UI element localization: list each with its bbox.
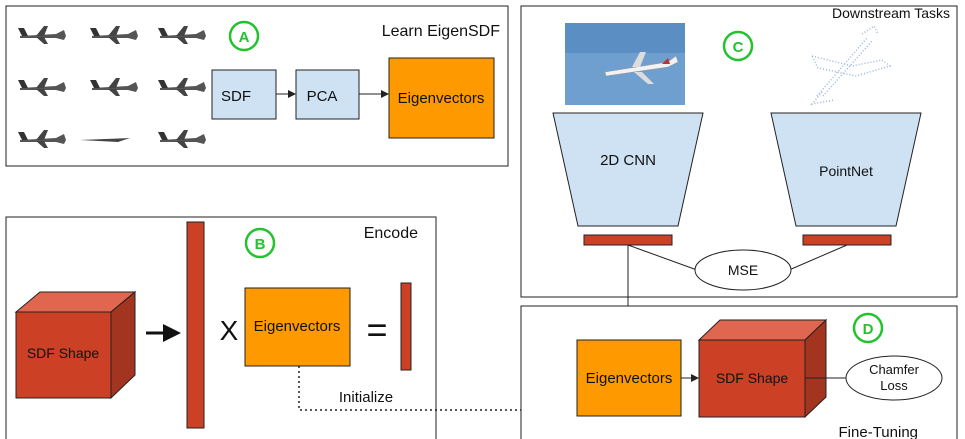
eigenvectors-box-b xyxy=(244,287,351,367)
pointnet-encoder xyxy=(770,112,922,227)
sdf-shape-cube-b xyxy=(14,290,137,400)
panel-c: Downstream Tasks C 2D CNN PointNet xyxy=(520,5,958,298)
airplane-pointcloud-icon xyxy=(810,24,892,106)
pca-box-label: PCA xyxy=(307,88,338,105)
airplane-thumbnails xyxy=(18,26,206,148)
panel-c-title: Downstream Tasks xyxy=(832,5,950,21)
equals-symbol: = xyxy=(366,309,387,350)
pointnet-latent-bar xyxy=(802,234,892,246)
coefficient-bar xyxy=(400,282,412,371)
eigenvectors-box-d-label: Eigenvectors xyxy=(586,370,673,387)
cnn-encoder xyxy=(552,112,704,227)
panel-a-title: Learn EigenSDF xyxy=(382,23,501,40)
eigenvectors-box-d xyxy=(576,339,682,417)
badge-c-label: C xyxy=(733,39,744,56)
mse-loss-label: MSE xyxy=(728,262,758,278)
sdf-shape-cube-b-label: SDF Shape xyxy=(27,345,100,361)
sdf-shape-cube-d xyxy=(697,318,828,419)
cnn-to-mse-line xyxy=(627,244,698,271)
eigenvectors-box-b-label: Eigenvectors xyxy=(254,318,341,335)
cnn-encoder-label: 2D CNN xyxy=(600,152,656,169)
pointnet-to-mse-line xyxy=(788,244,848,271)
chamfer-loss-label-2: Loss xyxy=(880,378,908,393)
airplane-photo-icon xyxy=(565,23,685,105)
mse-loss xyxy=(694,249,792,291)
eigenvectors-box-a-label: Eigenvectors xyxy=(398,90,485,107)
sdf-box-label: SDF xyxy=(221,88,251,105)
chamfer-loss xyxy=(845,355,943,401)
panel-b: Encode B SDF Shape X Eigenvectors = Init… xyxy=(5,216,437,439)
times-symbol: X xyxy=(220,315,239,346)
panel-b-title: Encode xyxy=(364,225,418,242)
initialize-label: Initialize xyxy=(339,389,393,406)
chamfer-loss-label-1: Chamfer xyxy=(869,362,920,377)
badge-a-circle xyxy=(228,20,260,52)
eigenvectors-box-a xyxy=(388,57,495,139)
pointnet-encoder-label: PointNet xyxy=(819,163,873,179)
cnn-latent-bar xyxy=(583,234,673,246)
badge-d-label: D xyxy=(863,321,874,338)
badge-d-circle xyxy=(852,312,884,344)
badge-b-circle xyxy=(244,227,276,259)
badge-b-label: B xyxy=(255,236,266,253)
panel-d: Fine-Tuning D Eigenvectors SDF Shape Cha… xyxy=(520,305,958,439)
airplane-icon xyxy=(80,138,130,142)
badge-a-label: A xyxy=(239,29,250,46)
badge-c-circle xyxy=(722,30,754,62)
panel-d-title: Fine-Tuning xyxy=(839,424,918,439)
sdf-shape-cube-d-label: SDF Shape xyxy=(716,370,789,386)
pca-box xyxy=(295,69,360,120)
latent-vector-bar xyxy=(186,221,205,429)
panel-a: Learn EigenSDF A SDF PCA Eigenvectors xyxy=(5,5,509,167)
